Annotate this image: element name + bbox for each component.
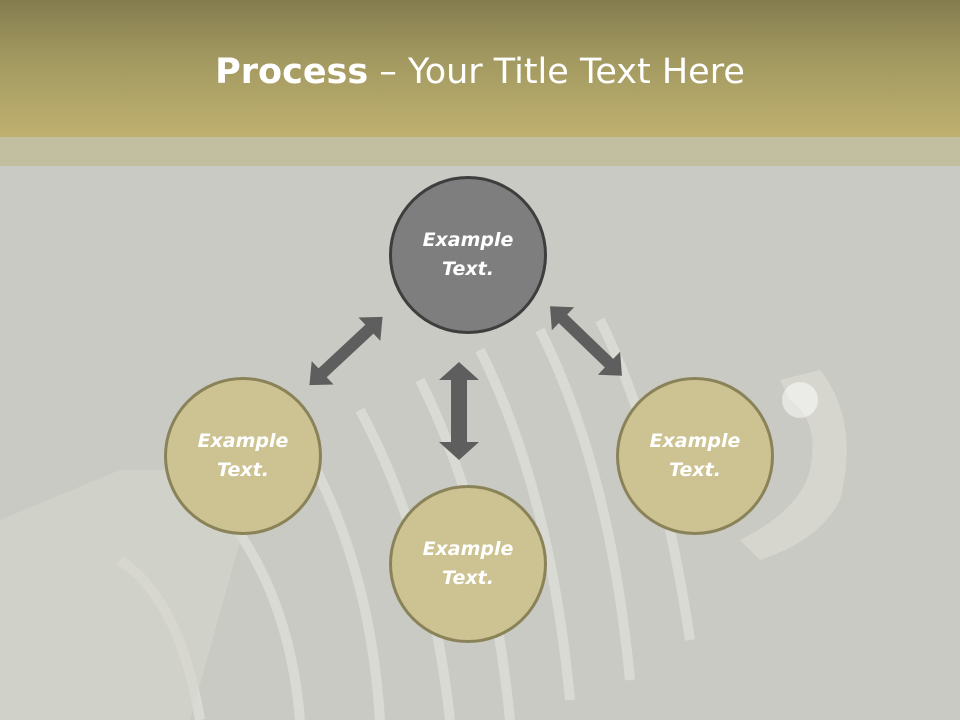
node-bottom-line1: Example bbox=[422, 538, 514, 560]
node-bottom-line2: Text. bbox=[442, 567, 494, 589]
double-arrow-top-right bbox=[550, 306, 622, 376]
title-rest: – Your Title Text Here bbox=[368, 52, 745, 92]
node-top-line2: Text. bbox=[442, 258, 494, 280]
title-bold: Process bbox=[215, 52, 369, 92]
node-left-line2: Text. bbox=[217, 459, 269, 481]
node-left-line1: Example bbox=[197, 430, 289, 452]
title-subband bbox=[0, 137, 960, 166]
node-right-line1: Example bbox=[649, 430, 741, 452]
node-right-line2: Text. bbox=[669, 459, 721, 481]
node-top-line1: Example bbox=[422, 229, 514, 251]
slide-title: Process – Your Title Text Here bbox=[0, 52, 960, 92]
double-arrow-vertical bbox=[439, 362, 479, 460]
double-arrow-top-left bbox=[309, 316, 383, 386]
title-band bbox=[0, 0, 960, 137]
spark-plug-background bbox=[0, 317, 847, 720]
